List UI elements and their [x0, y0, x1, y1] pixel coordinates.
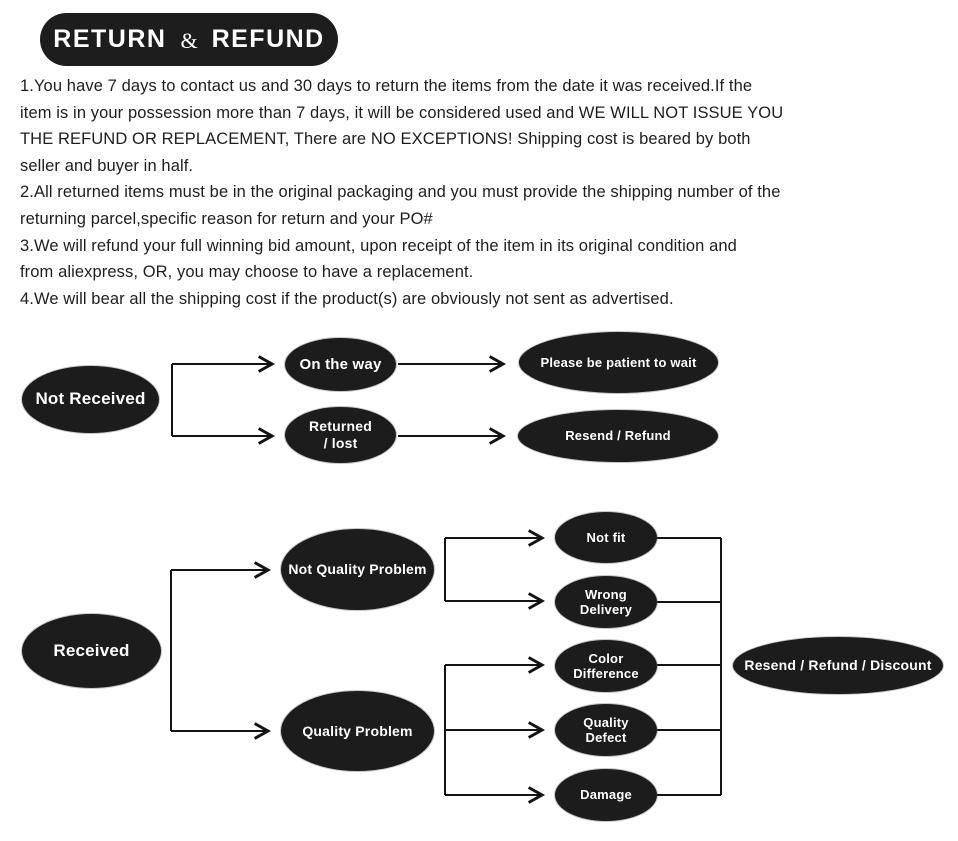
node-received: Received — [22, 614, 161, 688]
policy-line: item is in your possession more than 7 d… — [20, 103, 784, 122]
node-label: Not Quality Problem — [288, 561, 427, 578]
policy-line: seller and buyer in half. — [20, 156, 194, 175]
node-not-received: Not Received — [22, 366, 159, 433]
node-label: Quality Defect — [583, 714, 629, 745]
policy-line: 3.We will refund your full winning bid a… — [20, 236, 737, 255]
policy-line: from aliexpress, OR, you may choose to h… — [20, 263, 474, 282]
node-resend-refund: Resend / Refund — [518, 410, 718, 462]
node-returned-lost: Returned / lost — [285, 407, 396, 463]
node-label: Not fit — [586, 529, 626, 545]
node-label: On the way — [299, 355, 382, 373]
header-pill: RETURN & REFUND — [40, 13, 338, 66]
policy-line: THE REFUND OR REPLACEMENT, There are NO … — [20, 130, 751, 149]
policy-text: 1.You have 7 days to contact us and 30 d… — [20, 73, 950, 312]
node-quality-defect: Quality Defect — [555, 704, 657, 756]
node-damage: Damage — [555, 769, 657, 821]
node-label: Received — [53, 640, 130, 660]
node-label: Resend / Refund — [565, 428, 671, 444]
node-quality-problem: Quality Problem — [281, 691, 434, 771]
header-title-refund: REFUND — [211, 25, 325, 53]
node-please-be-patient: Please be patient to wait — [519, 332, 718, 393]
node-label: Quality Problem — [302, 722, 413, 739]
node-on-the-way: On the way — [285, 338, 396, 391]
node-color-difference: Color Difference — [555, 640, 657, 692]
node-label: Wrong Delivery — [579, 586, 633, 617]
policy-line: returning parcel,specific reason for ret… — [20, 209, 433, 228]
node-label: Color Difference — [573, 650, 639, 681]
header-ampersand: & — [180, 27, 198, 53]
node-label: Damage — [580, 787, 632, 803]
node-label: Not Received — [35, 389, 146, 409]
policy-line: 4.We will bear all the shipping cost if … — [20, 289, 674, 308]
node-label: Resend / Refund / Discount — [744, 657, 932, 674]
node-not-quality-problem: Not Quality Problem — [281, 529, 434, 610]
node-not-fit: Not fit — [555, 512, 657, 563]
node-wrong-delivery: Wrong Delivery — [555, 576, 657, 628]
node-label: Please be patient to wait — [540, 354, 697, 370]
policy-line: 1.You have 7 days to contact us and 30 d… — [20, 77, 753, 95]
header-title-return: RETURN — [53, 25, 167, 53]
node-resend-refund-discount: Resend / Refund / Discount — [733, 637, 943, 694]
node-label: Returned / lost — [308, 418, 373, 451]
policy-line: 2.All returned items must be in the orig… — [20, 183, 781, 202]
